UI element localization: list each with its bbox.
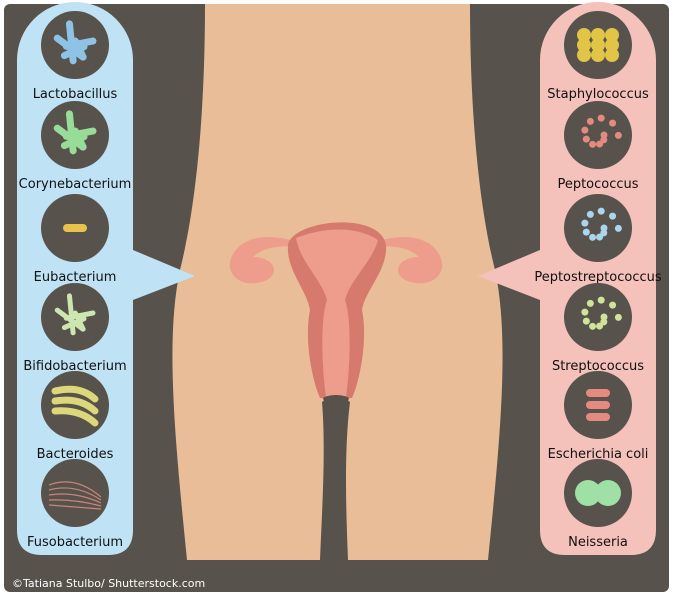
diplococcus-icon: [575, 480, 621, 506]
ciliated-rod-icon: [63, 224, 87, 232]
vaginal-canal: [320, 397, 350, 560]
bacteria-item: Escherichia coli: [548, 371, 649, 462]
bacteria-label: Lactobacillus: [33, 87, 118, 102]
branched-bacteria-icon: [54, 293, 96, 336]
bacteria-item: Peptostreptococcus: [534, 194, 662, 285]
credit-text: ©Tatiana Stulbo/ Shutterstock.com: [12, 577, 205, 590]
bacteria-label: Corynebacterium: [19, 177, 132, 192]
left-bacteria-list: LactobacillusCorynebacteriumEubacteriumB…: [19, 11, 132, 550]
bacteria-circle: [41, 371, 109, 439]
bacteria-label: Bacteroides: [37, 447, 114, 462]
bacteria-label: Peptococcus: [557, 177, 638, 192]
bacteria-item: Corynebacterium: [19, 101, 132, 192]
bacteria-circle: [41, 459, 109, 527]
bacteria-item: Fusobacterium: [27, 459, 123, 550]
curved-rod-icon: [51, 385, 99, 427]
cocci-chain-icon: [581, 114, 622, 148]
cocci-chain-icon: [581, 296, 622, 330]
fusiform-bacteria-icon: [48, 481, 102, 510]
cocci-cluster-icon: [577, 28, 619, 62]
bacteria-label: Bifidobacterium: [23, 359, 126, 374]
bacteria-item: Bacteroides: [37, 371, 114, 462]
bacteria-label: Fusobacterium: [27, 535, 123, 550]
club-bacteria-icon: [53, 110, 97, 155]
bacteria-circle: [564, 283, 632, 351]
uterus-illustration: [229, 222, 443, 408]
bacteria-label: Staphylococcus: [547, 87, 649, 102]
bacteria-label: Escherichia coli: [548, 447, 649, 462]
right-bacteria-list: StaphylococcusPeptococcusPeptostreptococ…: [534, 11, 662, 550]
bacteria-label: Neisseria: [568, 535, 628, 550]
bacteria-item: Peptococcus: [557, 101, 639, 192]
bacteria-circle: [564, 194, 632, 262]
bacteria-item: Staphylococcus: [547, 11, 649, 102]
cocci-chain-icon: [581, 207, 622, 241]
bacteria-label: Peptostreptococcus: [534, 270, 662, 285]
bacteria-item: Bifidobacterium: [23, 283, 127, 374]
bacteria-item: Eubacterium: [34, 194, 117, 285]
bacteria-circle: [564, 101, 632, 169]
bacteria-item: Lactobacillus: [33, 11, 118, 102]
bacteria-item: Streptococcus: [552, 283, 644, 374]
rod-bacteria-icon: [53, 20, 97, 65]
flagellated-rod-icon: [586, 389, 610, 421]
bacteria-item: Neisseria: [564, 459, 632, 550]
bacteria-label: Streptococcus: [552, 359, 644, 374]
bacteria-label: Eubacterium: [34, 270, 117, 285]
